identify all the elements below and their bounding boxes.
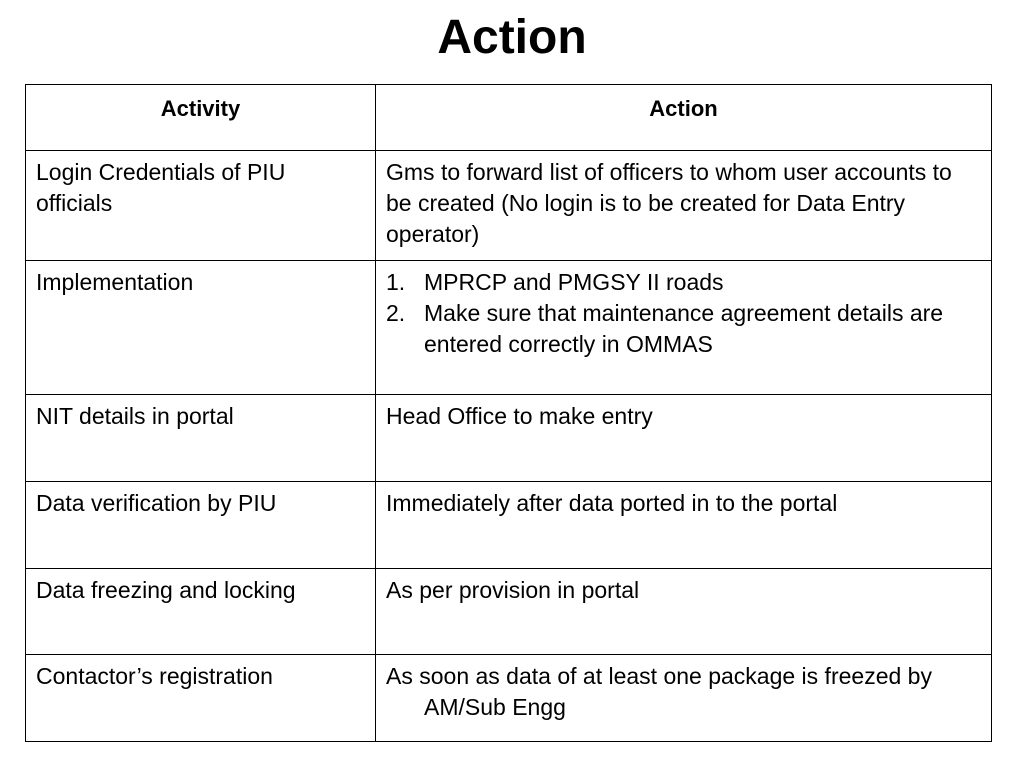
activity-cell: Data freezing and locking <box>25 568 376 655</box>
page-title: Action <box>437 11 587 64</box>
list-item-text: Make sure that maintenance agreement det… <box>424 300 944 357</box>
action-text: As soon as data of at least one package … <box>386 663 932 720</box>
table-row: Contactor’s registration As soon as data… <box>25 654 992 742</box>
table-row: Data freezing and locking As per provisi… <box>25 568 992 655</box>
activity-cell: NIT details in portal <box>25 394 376 482</box>
list-item-text: MPRCP and PMGSY II roads <box>424 269 724 295</box>
action-table: Activity Action Login Credentials of PIU… <box>25 84 992 742</box>
activity-cell: Data verification by PIU <box>25 481 376 569</box>
table-row: Data verification by PIU Immediately aft… <box>25 481 992 569</box>
table-row: Login Credentials of PIU officials Gms t… <box>25 150 992 261</box>
action-list: 1. MPRCP and PMGSY II roads 2. Make sure… <box>386 267 981 360</box>
action-cell: 1. MPRCP and PMGSY II roads 2. Make sure… <box>375 260 992 395</box>
table-header-row: Activity Action <box>25 84 992 151</box>
header-activity: Activity <box>25 84 376 151</box>
activity-cell: Implementation <box>25 260 376 395</box>
action-cell: As per provision in portal <box>375 568 992 655</box>
list-item-number: 2. <box>386 300 406 326</box>
header-action: Action <box>375 84 992 151</box>
list-item: 1. MPRCP and PMGSY II roads <box>386 267 981 298</box>
action-cell: Head Office to make entry <box>375 394 992 482</box>
list-item-number: 1. <box>386 269 406 295</box>
table-row: NIT details in portal Head Office to mak… <box>25 394 992 482</box>
activity-cell: Login Credentials of PIU officials <box>25 150 376 261</box>
activity-cell: Contactor’s registration <box>25 654 376 742</box>
table-row: Implementation 1. MPRCP and PMGSY II roa… <box>25 260 992 395</box>
action-cell: Gms to forward list of officers to whom … <box>375 150 992 261</box>
action-cell: As soon as data of at least one package … <box>375 654 992 742</box>
action-cell: Immediately after data ported in to the … <box>375 481 992 569</box>
list-item: 2. Make sure that maintenance agreement … <box>386 298 981 360</box>
